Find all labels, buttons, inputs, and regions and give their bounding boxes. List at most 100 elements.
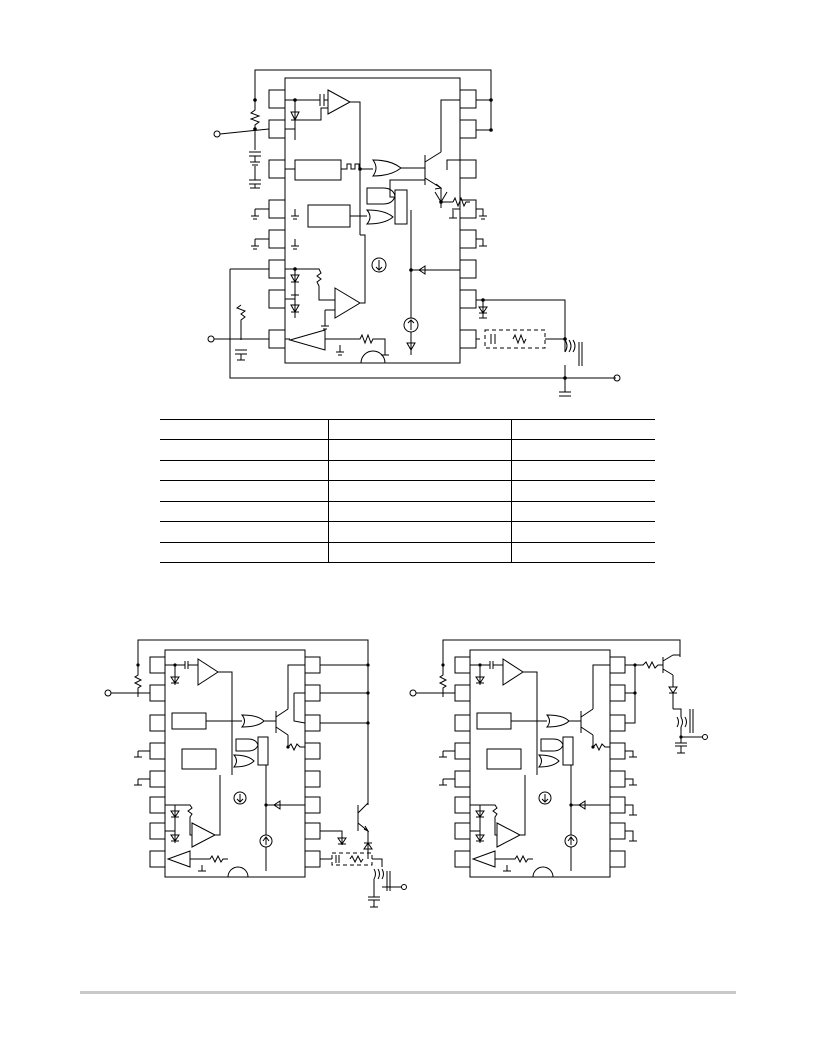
output-terminal <box>702 734 708 740</box>
pin-2 <box>149 684 166 702</box>
pin-2 <box>268 119 286 139</box>
main-circuit-diagram <box>195 60 635 405</box>
pin-3 <box>149 714 166 732</box>
pin-11 <box>304 796 321 814</box>
comparator-top <box>197 658 219 686</box>
pin-16 <box>609 656 626 674</box>
table-row <box>160 480 655 502</box>
table-cell <box>511 521 655 543</box>
table-cell <box>160 541 329 564</box>
pin-7 <box>454 822 471 840</box>
output-terminal <box>613 374 621 382</box>
pin-5 <box>268 229 286 249</box>
pin-10 <box>459 289 477 309</box>
pin-1 <box>454 656 471 674</box>
pin-8 <box>149 850 166 868</box>
pin-1 <box>149 656 166 674</box>
flip-flop-block <box>257 736 269 766</box>
transformer-coil <box>564 339 576 353</box>
table-cell <box>328 459 512 481</box>
pin-14 <box>304 714 321 732</box>
table-cell <box>328 541 512 564</box>
ic-right-pins <box>609 656 626 868</box>
ic-right-pins <box>459 89 477 349</box>
current-source-1 <box>233 791 247 805</box>
table-cell <box>160 521 329 543</box>
pin-6 <box>268 259 286 279</box>
ic-right-pins <box>304 656 321 868</box>
transistor-q1 <box>424 151 443 190</box>
table-cell <box>328 439 512 461</box>
spec-table <box>160 418 655 564</box>
ic-notch <box>227 866 249 878</box>
pin-4 <box>454 742 471 760</box>
or-gate-1 <box>372 159 402 177</box>
input-terminal <box>409 689 417 697</box>
table-cell <box>511 418 655 440</box>
ic-left-pins <box>149 656 166 868</box>
pin-3 <box>454 714 471 732</box>
pin-5 <box>149 770 166 788</box>
comparator-bottom <box>334 287 361 319</box>
comparator-top <box>327 89 352 115</box>
transformer-coil <box>373 868 384 880</box>
pin-12 <box>304 770 321 788</box>
snubber-network <box>331 852 373 866</box>
table-row <box>160 500 655 522</box>
pin-12 <box>459 229 477 249</box>
comparator-top <box>502 658 524 686</box>
transistor-q2 <box>625 654 674 676</box>
pin-6 <box>149 796 166 814</box>
current-source-1 <box>371 257 387 273</box>
table-cell <box>160 439 329 461</box>
oscillator-block <box>476 712 512 730</box>
input-terminal-2 <box>207 335 215 343</box>
pin-4 <box>268 199 286 219</box>
or-gate-2 <box>365 209 394 225</box>
pin-6 <box>454 796 471 814</box>
table-row <box>160 439 655 461</box>
pin-5 <box>454 770 471 788</box>
latch-block <box>307 204 351 228</box>
table-cell <box>328 418 512 440</box>
latch-block <box>486 748 522 770</box>
input-terminal-1 <box>213 130 221 138</box>
table-cell <box>160 418 329 440</box>
table-cell <box>511 500 655 522</box>
transistor-q1 <box>569 708 594 736</box>
pin-7 <box>268 289 286 309</box>
flip-flop-block <box>562 736 574 766</box>
or-gate-1 <box>206 714 265 728</box>
output-terminal <box>401 884 407 890</box>
table-cell <box>511 541 655 564</box>
resistor-r1 <box>249 100 261 150</box>
table-cell <box>328 480 512 502</box>
table-row <box>160 418 655 440</box>
pin-10 <box>304 822 321 840</box>
table-cell <box>160 459 329 481</box>
table-row <box>160 459 655 481</box>
table-cell <box>160 480 329 502</box>
snubber-network <box>484 329 546 349</box>
ic-notch <box>360 350 386 364</box>
pin-16 <box>459 89 477 109</box>
oscillator-block <box>294 159 342 181</box>
table-cell <box>511 439 655 461</box>
pin-15 <box>609 684 626 702</box>
or-gate-2 <box>232 754 255 768</box>
pin-1 <box>268 89 286 109</box>
ic-left-pins <box>454 656 471 868</box>
pin-9 <box>459 329 477 349</box>
or-gate-2 <box>537 754 560 768</box>
ic-notch <box>532 866 554 878</box>
pin-8 <box>268 329 286 349</box>
application-circuit-right <box>405 635 715 910</box>
current-source-1 <box>538 791 552 805</box>
buffer-amp <box>288 329 326 351</box>
footer-rule <box>80 991 736 994</box>
ic-left-pins <box>268 89 286 349</box>
or-gate-1 <box>511 714 570 728</box>
pin-13 <box>609 742 626 760</box>
table-cell <box>511 459 655 481</box>
table-cell <box>160 500 329 522</box>
